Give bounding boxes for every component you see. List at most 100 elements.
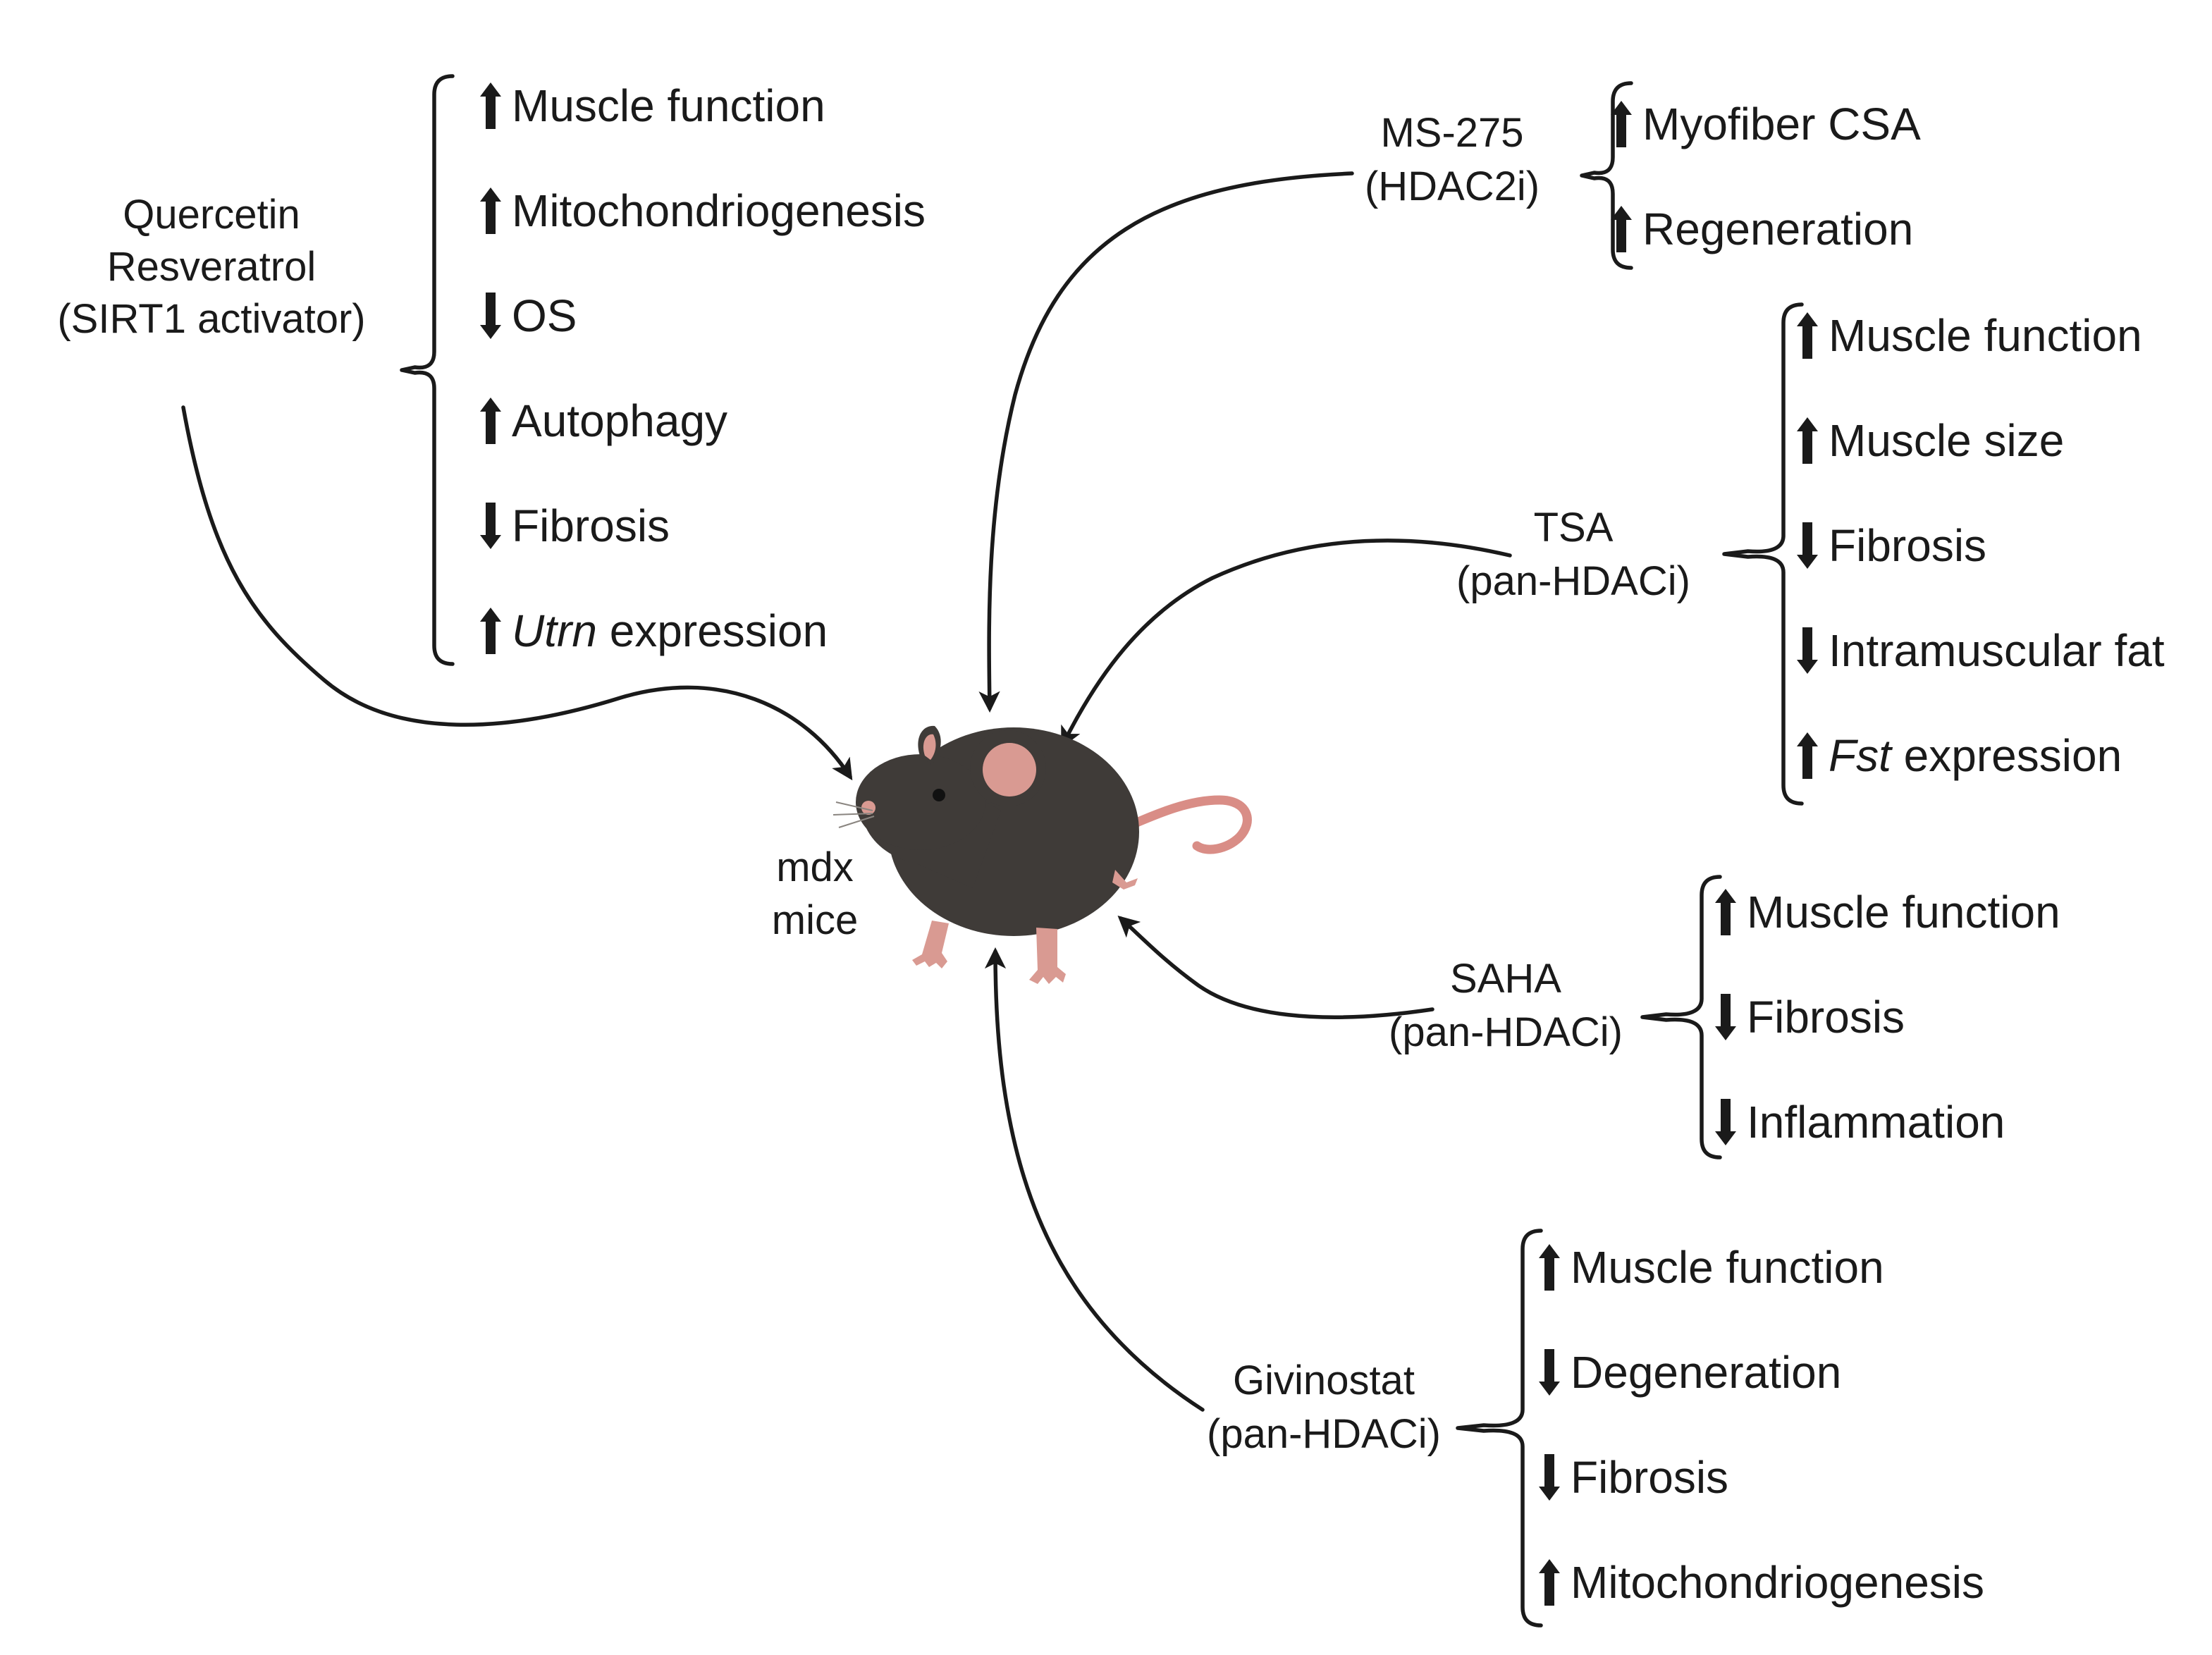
mouse-head bbox=[856, 754, 985, 850]
effect-item: Fibrosis bbox=[1539, 1452, 1728, 1503]
effect-label: Muscle function bbox=[1829, 310, 2142, 361]
effect-item: Mitochondriogenesis bbox=[1539, 1557, 1984, 1608]
drug-label-line: Quercetin bbox=[123, 192, 300, 238]
up-arrow-icon bbox=[480, 608, 501, 654]
effect-item: OS bbox=[480, 290, 577, 341]
effect-item: Autophagy bbox=[480, 395, 727, 446]
effect-label: Utrn expression bbox=[512, 605, 828, 656]
down-arrow-icon bbox=[1715, 994, 1736, 1040]
effect-label: Muscle size bbox=[1829, 415, 2064, 466]
drug-label-givinostat: Givinostat (pan-HDACi) bbox=[1207, 1358, 1441, 1457]
center-label: mdx mice bbox=[772, 844, 858, 943]
bracket-quercetin bbox=[400, 74, 455, 666]
effect-item: Inflammation bbox=[1715, 1097, 2005, 1148]
effect-label: Inflammation bbox=[1747, 1097, 2005, 1148]
drug-label-line: Resveratrol bbox=[107, 244, 317, 290]
mouse-tail bbox=[1110, 795, 1252, 854]
effect-item: Muscle function bbox=[1715, 887, 2060, 937]
drug-label-line: (pan-HDACi) bbox=[1207, 1411, 1441, 1457]
effect-gene-name: Fst bbox=[1829, 730, 1893, 781]
down-arrow-icon bbox=[1797, 627, 1818, 674]
connector-layer bbox=[181, 171, 1512, 1412]
mouse-icon bbox=[832, 725, 1252, 984]
connector-saha bbox=[1117, 915, 1434, 1019]
connector-tsa bbox=[1061, 539, 1512, 749]
effect-item: Fst expression bbox=[1797, 730, 2122, 781]
up-arrow-icon bbox=[1715, 889, 1736, 935]
mouse-nose bbox=[861, 801, 875, 815]
drug-label-line: (HDAC2i) bbox=[1365, 164, 1540, 209]
effect-item: Muscle size bbox=[1797, 415, 2064, 466]
up-arrow-icon bbox=[1539, 1244, 1560, 1291]
connector-ms275 bbox=[978, 171, 1354, 713]
drug-label-line: TSA bbox=[1534, 505, 1614, 550]
effect-label: OS bbox=[512, 290, 577, 341]
down-arrow-icon bbox=[1539, 1454, 1560, 1501]
effect-label: Fibrosis bbox=[1571, 1452, 1728, 1503]
effect-label: Mitochondriogenesis bbox=[1571, 1557, 1984, 1608]
drug-label-ms275: MS-275 (HDAC2i) bbox=[1365, 110, 1540, 209]
effect-label: Degeneration bbox=[1571, 1347, 1841, 1398]
down-arrow-icon bbox=[1797, 522, 1818, 569]
drug-label-tsa: TSA (pan-HDACi) bbox=[1456, 505, 1690, 604]
drug-label-line: (SIRT1 activator) bbox=[57, 296, 365, 342]
effect-item: Fibrosis bbox=[1715, 992, 1905, 1042]
effect-item: Degeneration bbox=[1539, 1347, 1841, 1398]
up-arrow-icon bbox=[480, 187, 501, 234]
effect-item: Muscle function bbox=[480, 80, 825, 131]
effect-label-rest: expression bbox=[1891, 730, 2122, 781]
drug-label-line: (pan-HDACi) bbox=[1389, 1009, 1623, 1055]
effect-label-rest: expression bbox=[597, 605, 828, 656]
drug-label-line: SAHA bbox=[1450, 956, 1561, 1002]
effect-item: Regeneration bbox=[1611, 204, 1913, 254]
effect-label: Fibrosis bbox=[512, 500, 670, 551]
effect-item: Myofiber CSA bbox=[1611, 99, 1921, 149]
bracket-ms275 bbox=[1580, 81, 1633, 270]
drug-label-line: (pan-HDACi) bbox=[1456, 558, 1690, 604]
effect-item: Fibrosis bbox=[1797, 520, 1986, 571]
connector-givinostat bbox=[984, 947, 1205, 1412]
drug-label-saha: SAHA (pan-HDACi) bbox=[1389, 956, 1623, 1055]
up-arrow-icon bbox=[1797, 732, 1818, 779]
effect-item: Muscle function bbox=[1797, 310, 2142, 361]
effect-label: Muscle function bbox=[1571, 1242, 1884, 1293]
effect-item: Mitochondriogenesis bbox=[480, 185, 926, 236]
bracket-tsa bbox=[1722, 302, 1804, 806]
bracket-givinostat bbox=[1456, 1229, 1543, 1628]
effect-item: Intramuscular fat bbox=[1797, 625, 2165, 676]
down-arrow-icon bbox=[1539, 1349, 1560, 1396]
up-arrow-icon bbox=[1539, 1559, 1560, 1606]
effect-label: Intramuscular fat bbox=[1829, 625, 2165, 676]
effect-gene-name: Utrn bbox=[512, 605, 597, 656]
effect-label: Mitochondriogenesis bbox=[512, 185, 926, 236]
effect-item: Utrn expression bbox=[480, 605, 828, 656]
center-label-line-1: mdx bbox=[776, 844, 854, 890]
down-arrow-icon bbox=[1715, 1099, 1736, 1145]
connector-quercetin bbox=[181, 405, 853, 781]
mouse-eye bbox=[933, 789, 945, 801]
effect-label: Fst expression bbox=[1829, 730, 2122, 781]
effect-item: Muscle function bbox=[1539, 1242, 1884, 1293]
up-arrow-icon bbox=[1797, 312, 1818, 359]
drug-label-line: MS-275 bbox=[1380, 110, 1523, 156]
up-arrow-icon bbox=[480, 398, 501, 444]
effect-label: Myofiber CSA bbox=[1642, 99, 1921, 149]
effect-label: Muscle function bbox=[512, 80, 825, 131]
bracket-saha bbox=[1640, 875, 1722, 1159]
up-arrow-icon bbox=[1611, 206, 1632, 252]
drug-label-line: Givinostat bbox=[1233, 1358, 1415, 1403]
effect-item: Fibrosis bbox=[480, 500, 670, 551]
group-saha: SAHA (pan-HDACi) Muscle functionFibrosisIn… bbox=[1389, 875, 2060, 1159]
up-arrow-icon bbox=[1797, 417, 1818, 464]
effect-label: Muscle function bbox=[1747, 887, 2060, 937]
effect-label: Fibrosis bbox=[1829, 520, 1986, 571]
up-arrow-icon bbox=[1611, 101, 1632, 147]
up-arrow-icon bbox=[480, 82, 501, 129]
center-label-line-2: mice bbox=[772, 897, 858, 943]
down-arrow-icon bbox=[480, 293, 501, 339]
